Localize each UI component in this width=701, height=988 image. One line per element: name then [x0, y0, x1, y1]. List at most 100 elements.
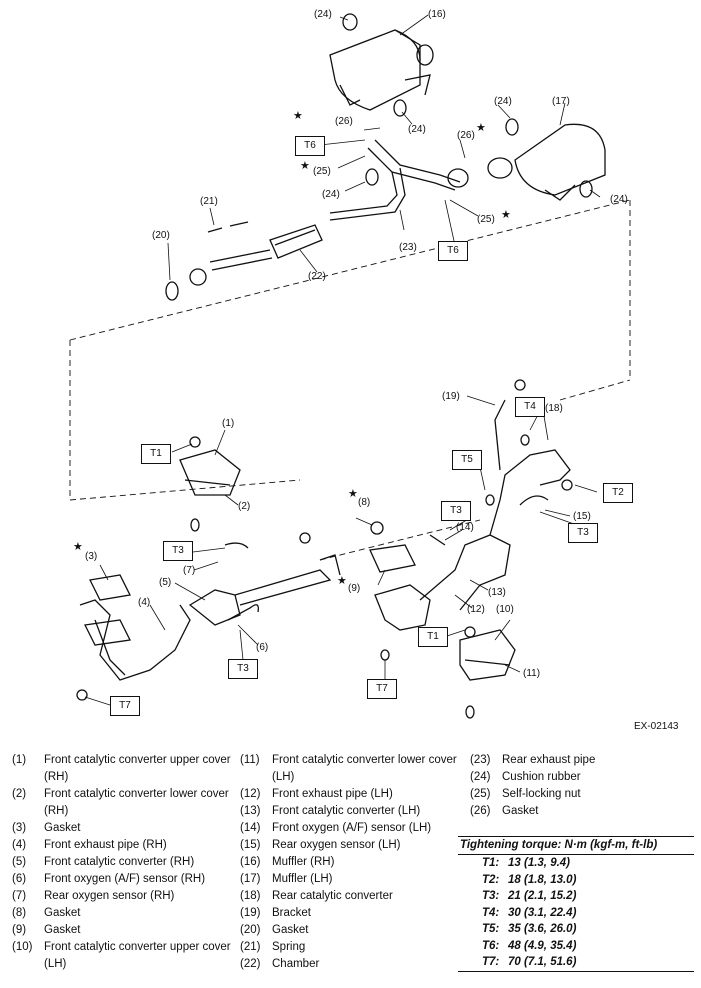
- legend-text: Spring: [272, 941, 306, 953]
- part-label: (2): [238, 501, 251, 512]
- legend-text: Rear exhaust pipe: [502, 754, 596, 766]
- torque-value: 48 (4.9, 35.4): [508, 939, 577, 952]
- part-label: (24): [610, 194, 628, 205]
- front-exhaust-rh: [76, 436, 341, 701]
- torque-tag: T1: [141, 444, 171, 464]
- torque-row: T1: 13 (1.3, 9.4): [458, 855, 694, 872]
- legend-num: (2): [12, 788, 27, 800]
- legend-num: (22): [240, 958, 261, 970]
- legend-text: Front exhaust pipe (RH): [44, 839, 167, 851]
- legend-column-2: (11)Front catalytic converter lower cove…: [240, 752, 470, 973]
- legend-text: Front catalytic converter upper cover (R…: [44, 754, 231, 783]
- part-label: (21): [200, 196, 218, 207]
- legend-num: (6): [12, 873, 27, 885]
- legend-num: (26): [470, 805, 491, 817]
- legend-num: (11): [240, 754, 260, 766]
- torque-tag: T7: [367, 679, 397, 699]
- legend-num: (10): [12, 941, 33, 953]
- legend-text: Muffler (LH): [272, 873, 333, 885]
- legend-text: Front catalytic converter upper cover (L…: [44, 941, 231, 970]
- part-label: (1): [222, 418, 235, 429]
- legend-num: (24): [470, 771, 491, 783]
- legend-text: Front catalytic converter lower cover (R…: [44, 788, 229, 817]
- legend-text: Front catalytic converter (RH): [44, 856, 195, 868]
- legend-text: Front oxygen (A/F) sensor (LH): [272, 822, 432, 834]
- legend-text: Rear oxygen sensor (RH): [44, 890, 175, 902]
- torque-key: T4:: [482, 906, 500, 919]
- legend-text: Gasket: [44, 822, 81, 834]
- torque-row: T6: 48 (4.9, 35.4): [458, 938, 694, 955]
- torque-row: T2:18 (1.8, 13.0): [458, 872, 694, 889]
- legend-num: (19): [240, 907, 261, 919]
- torque-row: T4: 30 (3.1, 22.4): [458, 905, 694, 922]
- legend-text: Gasket: [44, 907, 81, 919]
- torque-tag: T3: [228, 659, 258, 679]
- torque-tag: T6: [295, 136, 325, 156]
- torque-table: Tightening torque: N·m (kgf-m, ft-lb) T1…: [458, 836, 694, 972]
- legend-column-3: (23) Rear exhaust pipe (24) Cushion rubber…: [470, 752, 695, 820]
- part-label: (12): [467, 604, 485, 615]
- legend-text: Self-locking nut: [502, 788, 581, 800]
- legend-num: (20): [240, 924, 261, 936]
- torque-key: T7:: [482, 956, 500, 968]
- part-label: (19): [442, 391, 460, 402]
- legend-text: Front catalytic converter (LH): [272, 805, 421, 817]
- legend-num: (13): [240, 805, 261, 817]
- torque-tag: T3: [568, 523, 598, 543]
- part-label: (9): [348, 583, 361, 594]
- legend-num: (8): [12, 907, 27, 919]
- part-label: (24): [408, 124, 426, 135]
- torque-tag: T6: [438, 241, 468, 261]
- muffler-rh: [329, 13, 434, 117]
- legend-num: (14): [240, 822, 261, 834]
- legend-num: (17): [240, 873, 261, 885]
- rear-exhaust-pipe: [165, 139, 469, 301]
- legend-text: Bracket: [272, 907, 311, 919]
- legend-num: (23): [470, 754, 491, 766]
- torque-tag: T1: [418, 627, 448, 647]
- legend-num: (5): [12, 856, 27, 868]
- torque-tag: T3: [163, 541, 193, 561]
- part-label: (16): [428, 9, 446, 20]
- legend-num: (18): [240, 890, 261, 902]
- part-label: (4): [138, 597, 151, 608]
- star-marker: ★: [293, 110, 303, 122]
- legend-text: Gasket: [272, 924, 309, 936]
- torque-tag: T4: [515, 397, 545, 417]
- torque-value: 30 (3.1, 22.4): [508, 906, 577, 919]
- part-label: (23): [399, 242, 417, 253]
- part-label: (22): [308, 271, 326, 282]
- legend-text: Muffler (RH): [272, 856, 335, 868]
- part-label: (24): [494, 96, 512, 107]
- dashed-connection-lines: [69, 199, 631, 561]
- figure-code: EX-02143: [634, 721, 679, 732]
- torque-row: T5:35 (3.6, 26.0): [458, 921, 694, 938]
- part-label: (11): [523, 668, 541, 679]
- part-label: (13): [488, 587, 506, 598]
- legend-num: (15): [240, 839, 261, 851]
- torque-row: T7:70 (7.1, 51.6): [458, 954, 694, 971]
- front-exhaust-lh: [369, 379, 573, 719]
- torque-tag: T3: [441, 501, 471, 521]
- legend-num: (4): [12, 839, 27, 851]
- torque-value: 13 (1.3, 9.4): [508, 857, 571, 869]
- torque-tag: T5: [452, 450, 482, 470]
- torque-key: T6:: [482, 939, 500, 952]
- legend-text: Front exhaust pipe (LH): [272, 788, 393, 800]
- legend-num: (9): [12, 924, 27, 936]
- torque-row: T3:21 (2.1, 15.2): [458, 888, 694, 905]
- part-label: (20): [152, 230, 170, 241]
- part-label: (5): [159, 577, 172, 588]
- legend-column-1: (1) Front catalytic converter upper cover…: [12, 752, 242, 973]
- torque-value: 18 (1.8, 13.0): [508, 873, 577, 886]
- torque-key: T1:: [482, 857, 500, 869]
- star-marker: ★: [73, 541, 83, 553]
- star-marker: ★: [300, 160, 310, 172]
- torque-key: T5:: [482, 923, 500, 935]
- legend-text: Cushion rubber: [502, 771, 581, 783]
- legend-text: Gasket: [44, 924, 81, 936]
- torque-value: 21 (2.1, 15.2): [508, 890, 577, 902]
- part-label: (6): [256, 642, 269, 653]
- legend-num: (1): [12, 754, 27, 766]
- legend-num: (25): [470, 788, 491, 800]
